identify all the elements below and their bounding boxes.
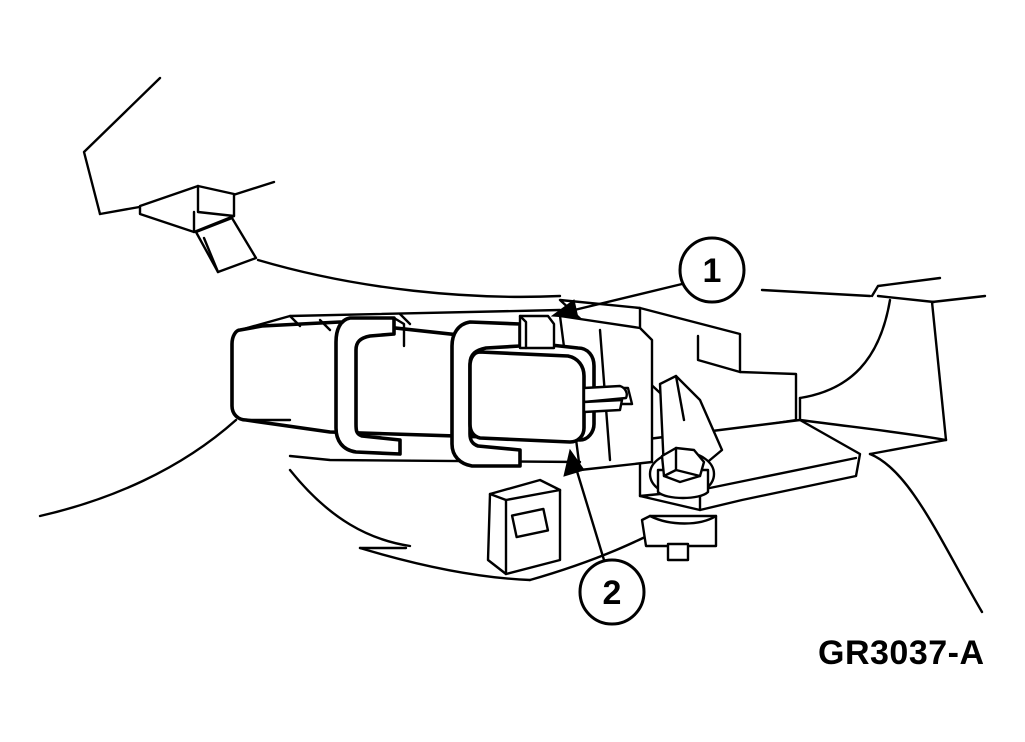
callout-2: 2 xyxy=(578,558,646,626)
leader-arrow-1 xyxy=(550,282,684,319)
locking-band-left xyxy=(334,316,406,456)
callout-2-label: 2 xyxy=(603,574,622,612)
figure-id: GR3037-A xyxy=(818,634,985,672)
dash-panel-upper xyxy=(82,76,872,299)
right-bracket xyxy=(798,276,987,614)
upper-mount-block xyxy=(138,184,258,274)
locking-tab xyxy=(518,314,556,350)
callout-1-label: 1 xyxy=(703,252,722,290)
nut-and-stud xyxy=(640,446,718,562)
leader-arrow-2 xyxy=(563,448,606,562)
lower-clip xyxy=(486,478,562,576)
connector-front xyxy=(468,350,628,444)
callout-1: 1 xyxy=(678,236,746,304)
